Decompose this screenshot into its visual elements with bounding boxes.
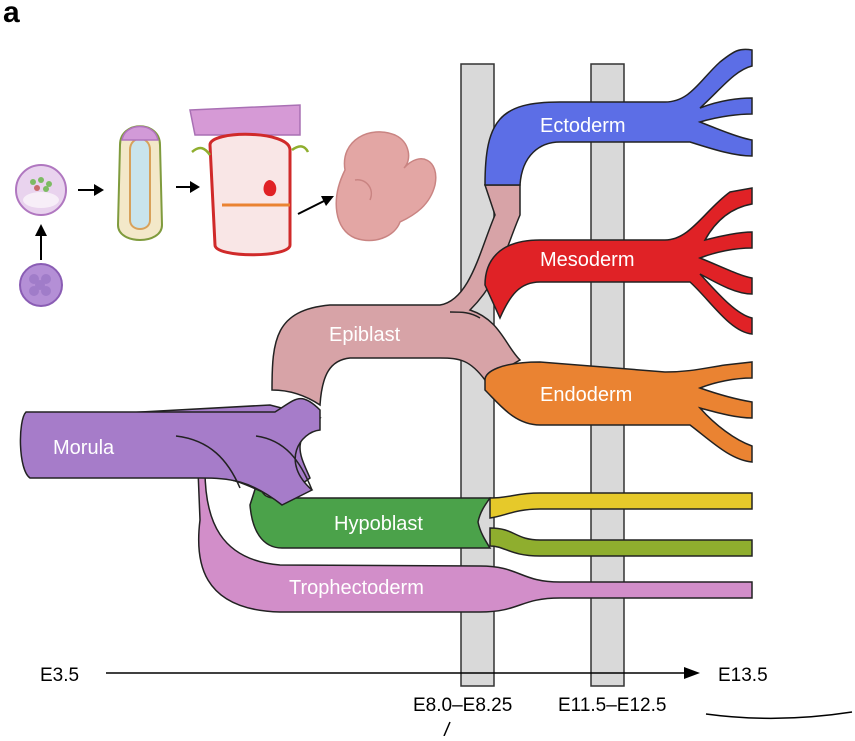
timeline-axis xyxy=(106,667,700,679)
label-trophectoderm: Trophectoderm xyxy=(289,577,424,599)
hypoblast-branch xyxy=(249,477,753,557)
blastocyst-illustration xyxy=(15,164,67,216)
label-hypoblast: Hypoblast xyxy=(334,513,423,535)
ectoderm-branch xyxy=(484,48,753,186)
egg-cylinder-illustration xyxy=(116,125,164,241)
label-endoderm: Endoderm xyxy=(540,384,632,406)
label-mesoderm: Mesoderm xyxy=(540,249,634,271)
time-window-2-label: E11.5–E12.5 xyxy=(558,695,666,716)
timeline-end-label: E13.5 xyxy=(718,665,768,686)
embryo-illustration xyxy=(335,131,437,242)
timeline-start-label: E3.5 xyxy=(40,665,79,686)
epiblast-node xyxy=(271,184,522,407)
panel-label: a xyxy=(3,0,20,29)
morula-node xyxy=(19,397,322,506)
morula-illustration xyxy=(19,263,63,307)
illustration-arrows xyxy=(35,181,334,260)
label-ectoderm: Ectoderm xyxy=(540,115,626,137)
gastrula-illustration xyxy=(189,104,310,257)
label-epiblast: Epiblast xyxy=(329,324,401,346)
endoderm-branch xyxy=(484,361,753,463)
time-window-1-label: E8.0–E8.25 xyxy=(413,695,512,716)
trophectoderm-branch xyxy=(197,469,753,613)
label-morula: Morula xyxy=(53,437,115,459)
mesoderm-branch xyxy=(484,187,753,335)
